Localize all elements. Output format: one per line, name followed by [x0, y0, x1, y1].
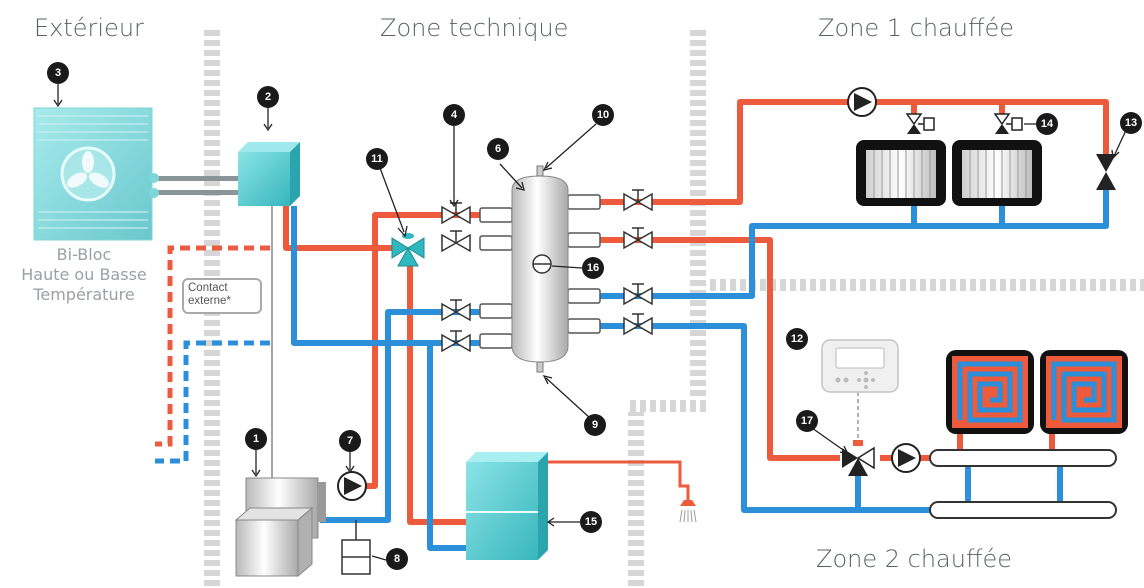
badge-10: 10 — [592, 104, 614, 126]
dashed-contact-line-red — [155, 245, 270, 447]
refrigerant-line-upper — [150, 176, 240, 181]
badge-12: 12 — [786, 328, 808, 350]
badge-8: 8 — [386, 548, 408, 570]
supply-manifold — [929, 449, 1117, 467]
badge-9: 9 — [584, 414, 606, 436]
isolation-valves — [441, 189, 653, 353]
outdoor-heat-pump-unit — [33, 107, 153, 241]
zone-title-heated-1: Zone 1 chauffée — [818, 14, 1015, 42]
mixing-valve-17 — [842, 440, 875, 476]
badge-3: 3 — [47, 62, 69, 84]
wall-technical-zone1 — [690, 30, 706, 400]
contact-line-1: Contact — [188, 282, 228, 294]
badge-11: 11 — [366, 148, 388, 170]
expansion-vessel — [341, 520, 371, 575]
badge-6: 6 — [487, 138, 509, 160]
badge-pointer-lines — [53, 84, 1129, 561]
wall-dhw-horizontal — [628, 400, 706, 412]
radiator-2 — [952, 140, 1042, 206]
badge-14: 14 — [1036, 113, 1058, 135]
vessel-connectors — [479, 194, 601, 349]
dhw-tank — [466, 452, 548, 560]
wall-zone-divider-horizontal — [706, 279, 1144, 291]
external-contact-box: Contact externe* — [182, 278, 262, 314]
outdoor-unit-line-3: Température — [33, 285, 135, 304]
return-manifold — [929, 501, 1117, 519]
radiator-1 — [856, 140, 946, 206]
zone-title-technical: Zone technique — [380, 14, 569, 42]
bypass-valve-13 — [1096, 154, 1116, 190]
wall-dhw-vertical — [628, 412, 644, 588]
boiler-unit — [234, 477, 326, 578]
badge-2: 2 — [257, 86, 279, 108]
underfloor-panel-1 — [946, 350, 1034, 434]
zone-title-exterior: Extérieur — [34, 14, 144, 42]
shower-head — [679, 500, 697, 523]
outdoor-unit-line-2: Haute ou Basse — [21, 265, 147, 284]
underfloor-panel-2 — [1040, 350, 1128, 434]
three-way-valve-11 — [391, 233, 425, 267]
thermostatic-valves-14 — [905, 113, 1023, 134]
outdoor-unit-line-1: Bi-Bloc — [56, 245, 112, 264]
cold-water-pipes — [291, 190, 1109, 551]
circulator-pump-zone2 — [891, 443, 921, 473]
badge-15: 15 — [580, 511, 602, 533]
dhw-hot-line — [548, 460, 690, 502]
zone-title-heated-2: Zone 2 chauffée — [816, 545, 1013, 573]
badge-4: 4 — [443, 104, 465, 126]
outdoor-unit-caption: Bi-Bloc Haute ou Basse Température — [4, 245, 164, 305]
thermometer-gauge — [532, 254, 552, 274]
badge-7: 7 — [339, 430, 361, 452]
refrigerant-line-lower — [150, 190, 240, 195]
badge-1: 1 — [245, 428, 267, 450]
circulator-pump-zone1 — [847, 87, 877, 117]
dashed-contact-line-blue — [155, 340, 270, 464]
regulator-controller — [821, 339, 899, 393]
contact-line-2: externe* — [188, 295, 231, 307]
circulator-pump-7 — [337, 471, 367, 501]
badge-13: 13 — [1120, 112, 1142, 134]
badge-16: 16 — [582, 257, 604, 279]
badge-17: 17 — [796, 410, 818, 432]
hydraulic-module — [238, 142, 300, 206]
